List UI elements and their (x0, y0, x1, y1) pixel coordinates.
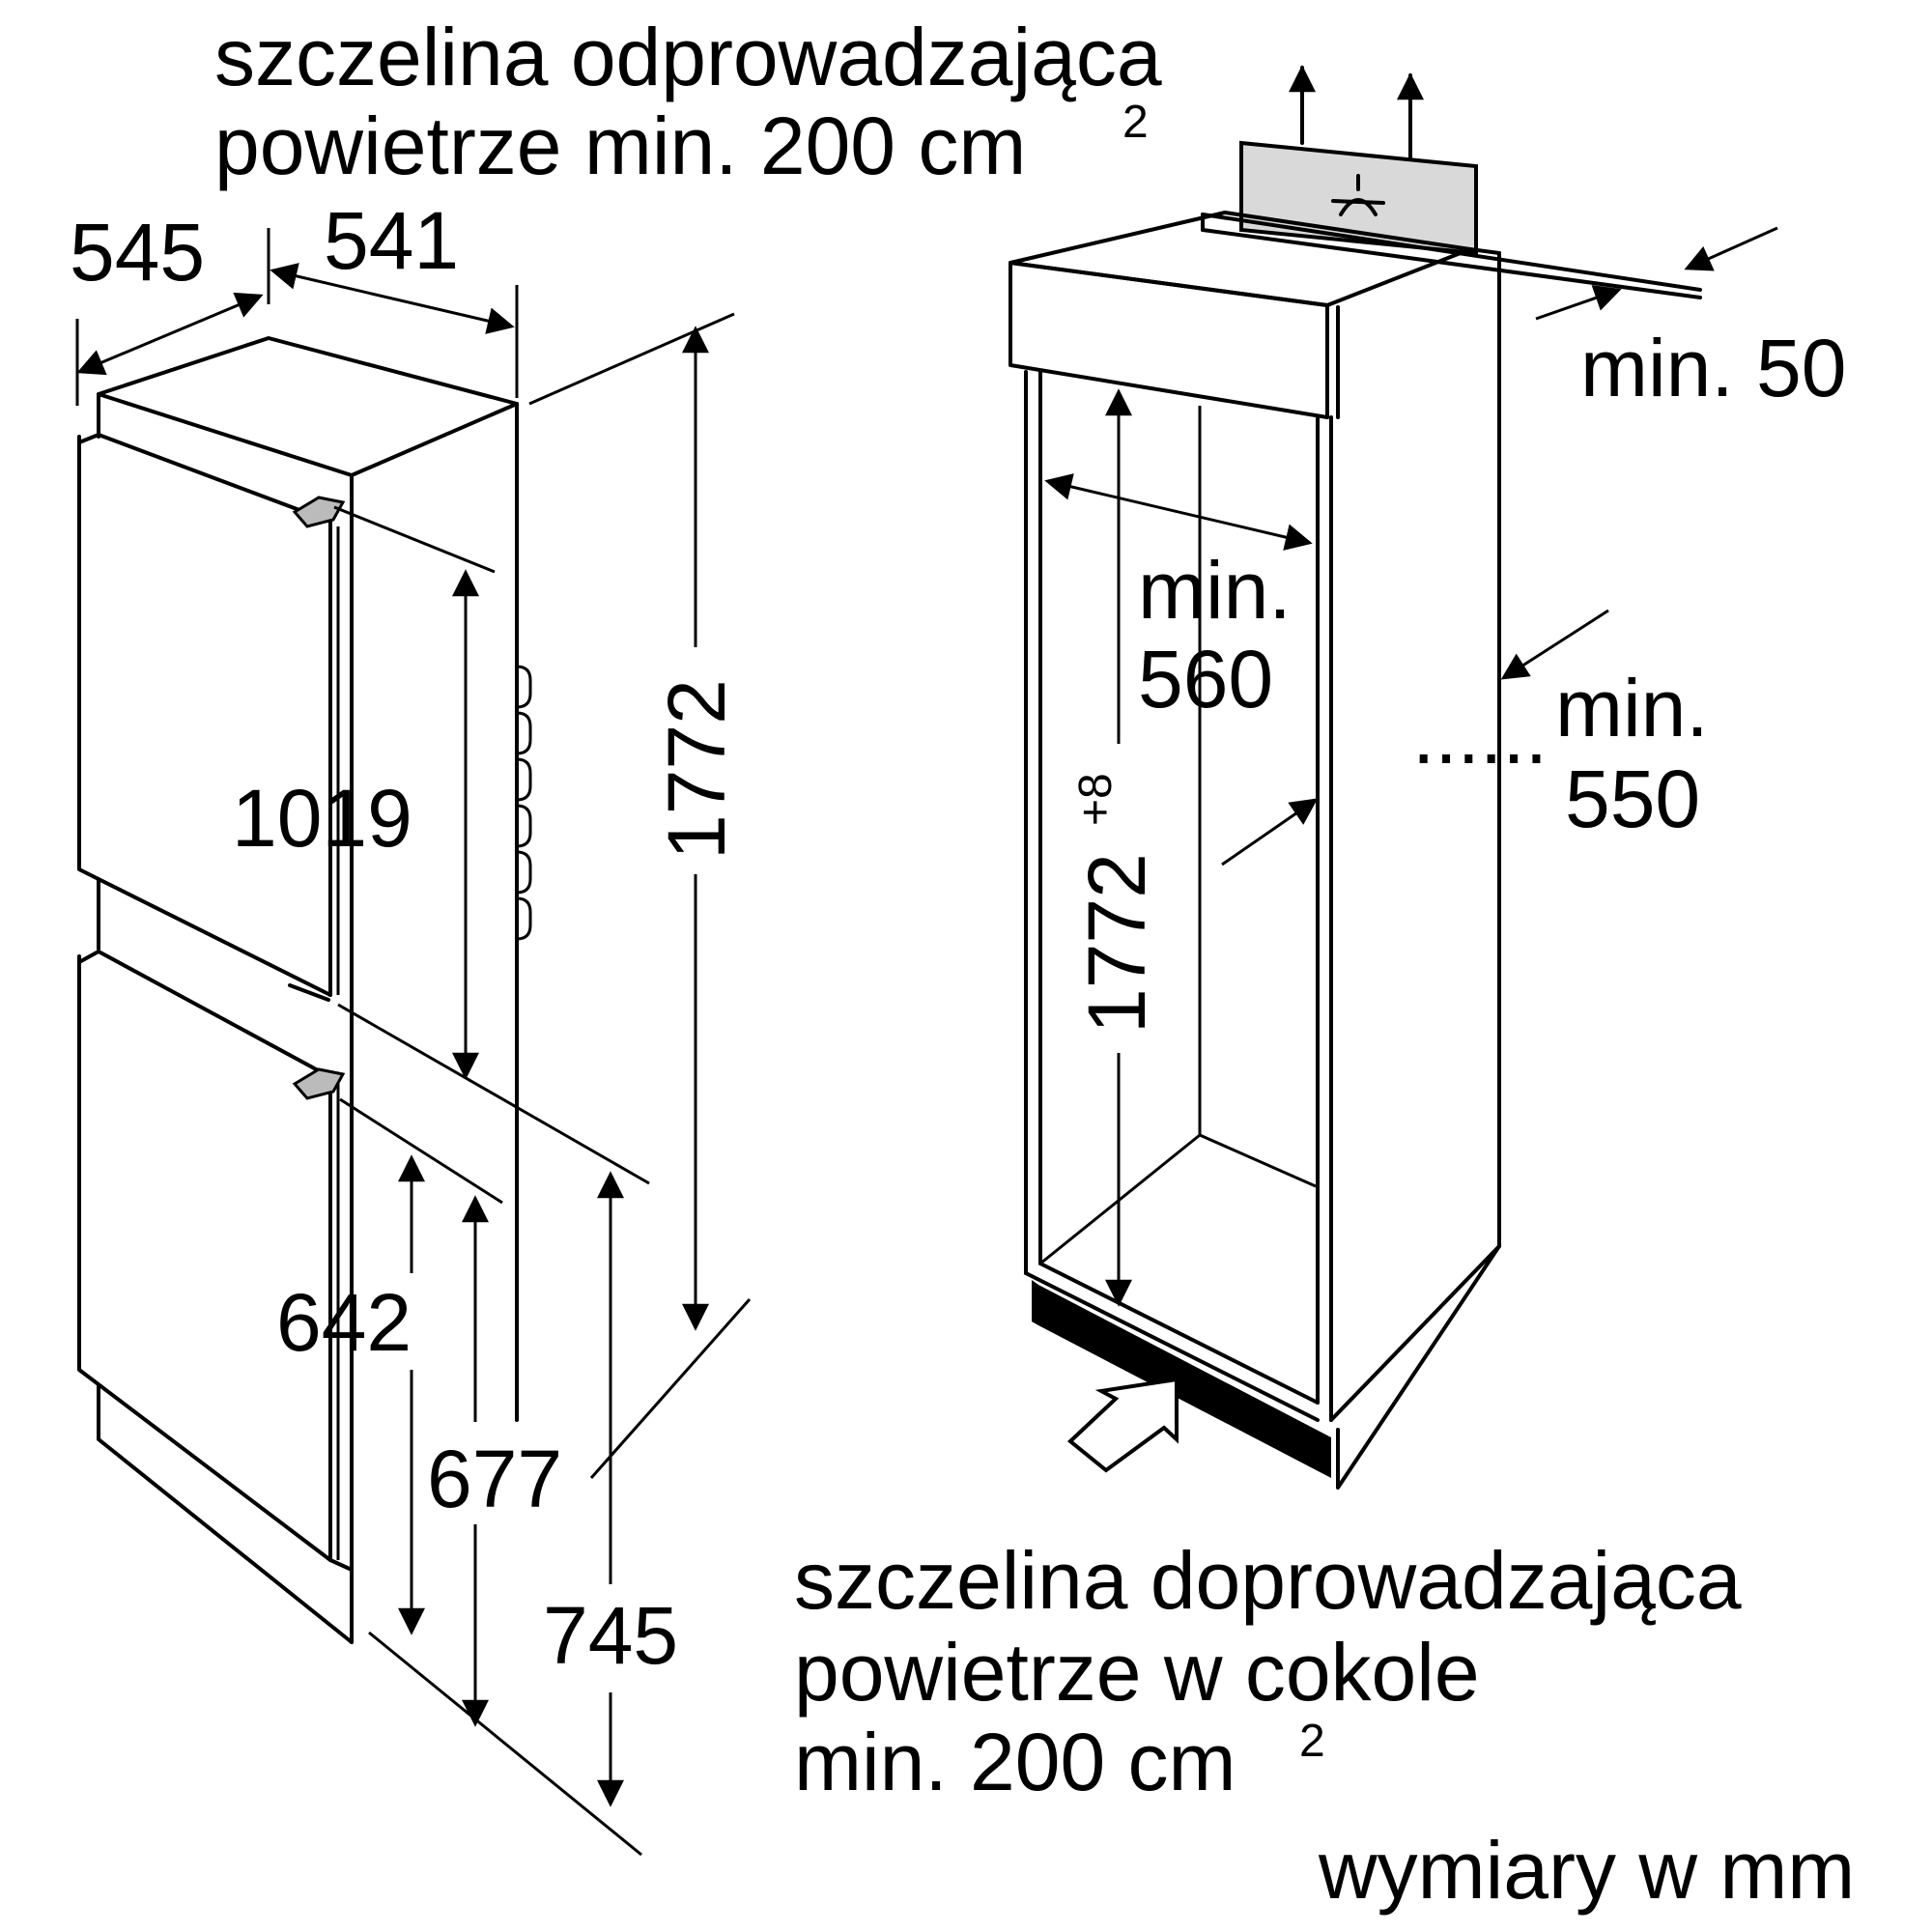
dimension-min-550-label2: 550 (1565, 753, 1700, 844)
dimension-642: 642 (276, 1154, 425, 1635)
dimension-1772: 1772 (651, 326, 742, 1331)
dimension-min-50: min. 50 (1535, 226, 1846, 413)
dimension-1772-label: 1772 (651, 679, 742, 860)
exhaust-label-superscript: 2 (1122, 97, 1149, 148)
dimension-677: 677 (427, 1195, 562, 1727)
dimension-545-label: 545 (70, 207, 205, 298)
dimension-541-label: 541 (324, 195, 459, 286)
intake-label-line3: min. 200 cm (794, 1717, 1236, 1807)
dimension-min-550-label1: min. (1555, 663, 1709, 753)
dimension-niche-1772-tolerance: +8 (1070, 773, 1122, 826)
dimension-642-label: 642 (276, 1277, 412, 1368)
exhaust-vent-label: szczelina odprowadzająca powietrze min. … (214, 12, 1162, 191)
dimension-541: 541 (270, 195, 519, 398)
dimension-1019: 1019 (232, 569, 479, 1080)
intake-label-line2: powietrze w cokole (794, 1627, 1480, 1718)
dimension-min-50-label: min. 50 (1580, 323, 1846, 413)
dimension-dots: ...... (1412, 690, 1548, 781)
dimension-niche-1772: 1772 +8 (1070, 388, 1162, 1307)
intake-label-line1: szczelina doprowadzająca (794, 1535, 1742, 1626)
dimension-niche-1772-label: 1772 (1071, 853, 1162, 1034)
dimension-745: 745 (543, 1171, 678, 1807)
hinge-bumps (516, 665, 532, 941)
dimension-min-560: min. 560 (1044, 473, 1319, 867)
ventilation-fan-icon (1331, 174, 1385, 216)
dimension-min-560-label1: min. (1138, 545, 1292, 636)
exhaust-label-line1: szczelina odprowadzająca (214, 12, 1162, 102)
dimension-677-label: 677 (427, 1434, 562, 1524)
dimension-545: 545 (70, 207, 270, 406)
dimension-1019-label: 1019 (232, 773, 412, 864)
dimension-min-550: ...... min. 550 (1412, 609, 1709, 844)
units-label: wymiary w mm (1318, 1825, 1855, 1916)
dimension-min-560-label2: 560 (1138, 634, 1273, 724)
exhaust-label-line2: powietrze min. 200 cm (214, 100, 1026, 191)
intake-label-superscript: 2 (1299, 1716, 1325, 1767)
appliance-drawing (77, 312, 752, 1857)
intake-vent-label: szczelina doprowadzająca powietrze w cok… (794, 1535, 1742, 1807)
dimension-745-label: 745 (543, 1590, 678, 1681)
